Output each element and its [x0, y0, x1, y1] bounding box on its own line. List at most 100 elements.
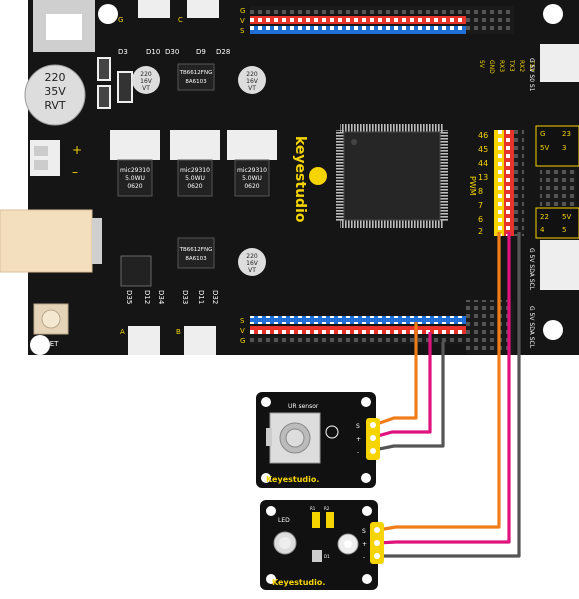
motor-driver-chip-top: TB6612FNG 8A6103 — [177, 63, 215, 91]
microcontroller-chip — [336, 124, 448, 228]
chip-label: mic29310 — [180, 167, 210, 174]
pwm-label: PWM — [468, 176, 477, 196]
chip-label: mic29310 — [237, 167, 267, 174]
pin-label: S — [362, 528, 366, 535]
pin-label: TX3 — [508, 59, 515, 72]
voltage-regulator: mic29310 5.0WU 0620 — [170, 130, 220, 197]
pin-label: TX2 — [528, 59, 535, 72]
smd-diode — [117, 71, 133, 103]
chip-label: 8A6103 — [185, 79, 207, 85]
pin-label: G — [118, 16, 123, 24]
reset-button[interactable] — [33, 303, 69, 335]
cap-label: 220 — [140, 71, 152, 78]
pin-label: 7 — [478, 201, 483, 210]
usb-serial-chip — [120, 255, 152, 287]
smd-resistor — [97, 57, 111, 81]
sensor-pin-header: S + - — [356, 418, 380, 460]
wire-sensor-ground — [373, 342, 445, 452]
pin-label: G — [240, 337, 245, 345]
pin-label: V — [240, 327, 245, 335]
chip-label: 8A6103 — [185, 256, 207, 262]
serial-header-labels: 5V GND RX3 TX3 RX2 TX2 — [478, 59, 535, 74]
chip-label: 5.0WU — [185, 175, 205, 182]
pin-label: V — [240, 17, 245, 25]
part-label: R2 — [324, 506, 330, 511]
cap-label: 16V — [246, 78, 259, 85]
chip-label: 0620 — [244, 183, 259, 190]
pin-label: B — [176, 328, 181, 336]
pin-label: D30 — [165, 48, 179, 56]
pin-label: 22 — [540, 213, 549, 221]
chip-label: 0620 — [127, 183, 142, 190]
pin-label: 5V — [562, 213, 571, 221]
mount-hole — [30, 335, 50, 355]
cap-label: 35V — [44, 85, 66, 98]
pin-label: D12 — [143, 290, 151, 304]
wire-led-ground — [378, 232, 521, 558]
mount-hole — [543, 320, 563, 340]
pin-label: A — [120, 328, 125, 336]
wire-led-power — [377, 232, 511, 545]
pin-label: S — [240, 317, 245, 325]
pin-label: D10 — [146, 48, 160, 56]
power-terminal — [30, 140, 60, 176]
pin-label: 5V — [478, 60, 485, 69]
pin-label: 6 — [478, 215, 483, 224]
pin-label: 8 — [478, 187, 483, 196]
cap-label: 220 — [246, 71, 258, 78]
wire-led-signal — [377, 232, 501, 532]
pin-label: 46 — [478, 131, 488, 140]
cap-label: RVT — [44, 99, 66, 112]
pin-label: D9 — [196, 48, 206, 56]
capacitor-small: 220 16V VT — [238, 66, 266, 94]
board-brand: keyestudio — [292, 136, 308, 223]
pin-label: D3 — [118, 48, 128, 56]
pin-label: D34 — [157, 290, 165, 305]
pin-label: - — [363, 554, 365, 561]
pin-label: 3 — [562, 144, 566, 152]
pin-label: RX2 — [518, 60, 525, 72]
sensor-brand: Keyestudio. — [266, 475, 319, 484]
chip-label: 0620 — [187, 183, 202, 190]
cap-label: VT — [248, 267, 256, 274]
pin-label: + — [356, 436, 361, 443]
pin-label: C — [178, 16, 183, 24]
sensor-title: UR sensor — [288, 403, 319, 410]
pin-label: RX3 — [498, 60, 505, 72]
led-brand: Keyestudio. — [272, 578, 325, 587]
capacitor-large: 220 35V RVT — [24, 64, 86, 126]
part-label: D1 — [324, 554, 330, 559]
usb-port — [0, 210, 92, 272]
pin-label: S — [240, 27, 245, 35]
chip-label: TB6612FNG — [179, 247, 213, 253]
servo-connector — [138, 0, 170, 18]
pin-label: 44 — [478, 159, 488, 168]
servo-connector — [128, 326, 160, 355]
pin-label: 5 — [562, 226, 566, 234]
chip-label: TB6612FNG — [179, 70, 213, 76]
header-block-right — [535, 125, 579, 167]
i2c-connector — [540, 44, 579, 82]
chip-label: 5.0WU — [125, 175, 145, 182]
reset-label: RESET — [36, 340, 59, 348]
cap-label: 220 — [45, 71, 66, 84]
bottom-analog-header: S V G — [240, 300, 514, 354]
pin-label: G 5V SDA SCL — [528, 306, 535, 349]
wire-sensor-power — [373, 332, 432, 439]
servo-connector — [187, 0, 219, 18]
wire-sensor-signal — [373, 322, 418, 427]
polarity-minus: – — [72, 165, 78, 179]
pin-label: D35 — [125, 290, 133, 304]
top-digital-header: G V S — [240, 6, 514, 35]
cap-label: 220 — [246, 253, 258, 260]
pin-label: GND — [488, 60, 495, 74]
header-grid-right — [540, 170, 576, 206]
cap-label: 16V — [246, 260, 259, 267]
voltage-regulator: mic29310 5.0WU 0620 — [110, 130, 160, 197]
pin-label: 2 — [478, 227, 483, 236]
led-module: LED R1 R2 D1 Keyestudio. S + - — [260, 500, 384, 590]
mount-hole — [98, 4, 118, 24]
pin-label: G 5V SDA SCL — [528, 248, 535, 291]
pin-label: + — [362, 541, 367, 548]
cap-label: VT — [248, 85, 256, 92]
